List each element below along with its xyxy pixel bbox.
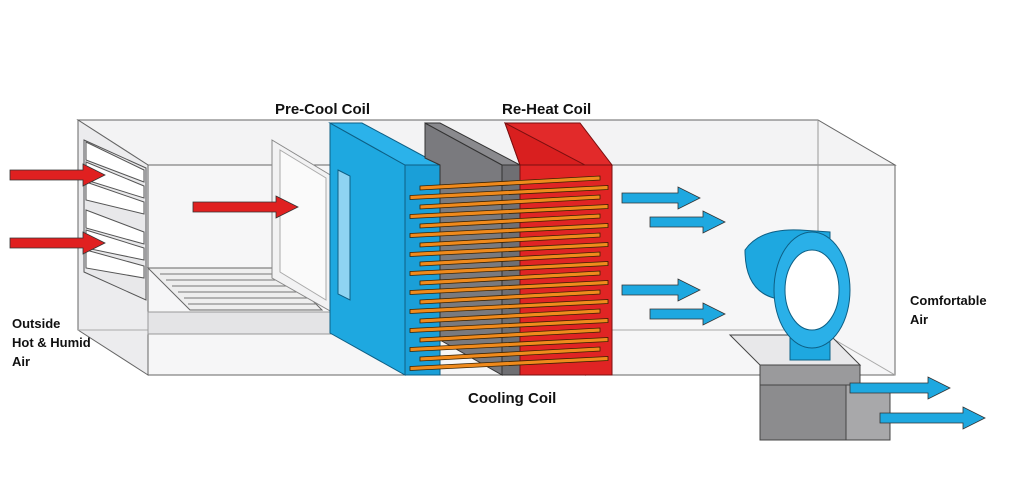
- coil-tube: [409, 337, 609, 352]
- comfortable-air-label-2: Air: [910, 312, 928, 327]
- coil-tube: [419, 251, 601, 267]
- coil-tube: [419, 213, 601, 229]
- coil-tube: [409, 204, 609, 219]
- coil-tube: [419, 175, 601, 191]
- filter: [146, 139, 333, 313]
- outside-air-label-3: Air: [12, 354, 30, 369]
- coil-tube: [409, 261, 609, 276]
- hot-air-arrow: [192, 195, 299, 219]
- coil-tube: [419, 308, 601, 324]
- airflow-arrows: [9, 163, 986, 430]
- coil-tube: [409, 185, 609, 200]
- re-heat-coil-label: Re-Heat Coil: [502, 101, 591, 118]
- hot-air-arrow: [9, 231, 106, 255]
- hot-air-arrow: [9, 163, 106, 187]
- pre-cool-coil: [328, 122, 441, 376]
- coil-tube: [419, 194, 601, 210]
- intake-louver: [83, 139, 147, 301]
- coil-tube: [409, 356, 609, 371]
- cool-air-arrow: [849, 376, 951, 400]
- cool-air-arrow: [621, 278, 701, 302]
- pre-cool-coil-label: Pre-Cool Coil: [275, 101, 370, 118]
- cool-air-arrow: [649, 302, 726, 326]
- cool-air-arrow: [621, 186, 701, 210]
- comfortable-air-label-1: Comfortable: [910, 293, 987, 308]
- coil-tube: [409, 280, 609, 295]
- coil-tube: [419, 346, 601, 362]
- coil-tube: [409, 242, 609, 257]
- coil-tube: [419, 289, 601, 305]
- blower-fan: [728, 229, 891, 441]
- coil-tube: [419, 327, 601, 343]
- coil-tube: [419, 270, 601, 286]
- outside-air-label-2: Hot & Humid: [12, 335, 91, 350]
- coil-tube: [409, 318, 609, 333]
- cool-air-arrow: [879, 406, 986, 430]
- cooling-coil-label: Cooling Coil: [468, 390, 556, 407]
- cool-air-arrow: [649, 210, 726, 234]
- outside-air-label-1: Outside: [12, 316, 60, 331]
- coil-tube: [419, 232, 601, 248]
- coil-tube: [409, 299, 609, 314]
- coil-tube: [409, 223, 609, 238]
- coil-tubes: [409, 175, 609, 371]
